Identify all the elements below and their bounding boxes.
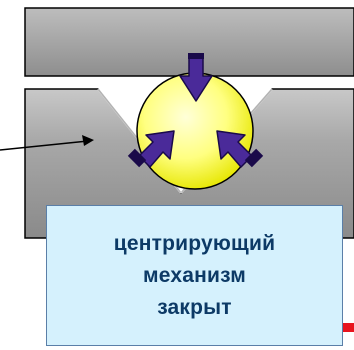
red-accent	[343, 323, 354, 332]
arrow-icon	[179, 53, 213, 102]
arrow-icon	[216, 130, 264, 168]
pointer-line	[0, 140, 89, 151]
status-label-line-2: механизм	[143, 263, 246, 287]
status-label-line-1: центрирующий	[113, 231, 276, 255]
arrow-icon	[127, 130, 175, 168]
pointer-arrowhead-icon	[82, 135, 94, 146]
status-label-line-3: закрыт	[157, 295, 232, 319]
status-label-box: центрирующий механизм закрыт	[46, 205, 343, 346]
